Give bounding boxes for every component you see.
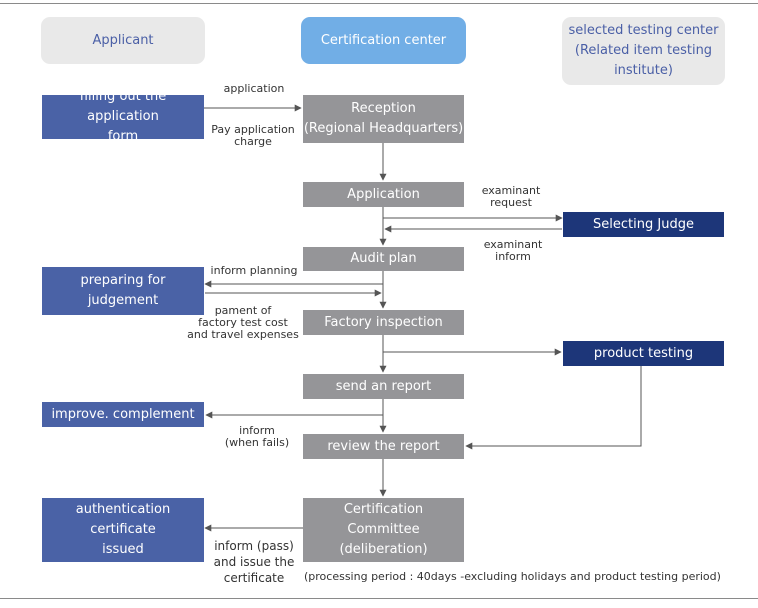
audit-plan-box: Audit plan — [303, 247, 464, 271]
certificate-label: authentication certificate issued — [75, 502, 171, 557]
examinant-inform-label: examinant inform — [483, 238, 543, 263]
send-report-box: send an report — [303, 374, 464, 399]
preparing-label: preparing for judgement — [80, 273, 166, 308]
examinant-request-label: examinant request — [481, 184, 541, 209]
application-flow-label: application — [223, 82, 285, 95]
improve-box: improve. complement — [42, 402, 204, 427]
audit-plan-label: Audit plan — [350, 251, 417, 266]
reception-label: Reception (Regional Headquarters) — [303, 101, 464, 136]
preparing-box: preparing for judgement — [42, 267, 204, 315]
reception-box: Reception (Regional Headquarters) — [303, 95, 464, 143]
top-rule — [0, 3, 758, 4]
send-report-label: send an report — [335, 378, 432, 394]
applicant-header-label: Applicant — [92, 32, 154, 48]
pay-charge-label: Pay application charge — [211, 123, 295, 148]
inform-pass-label: inform (pass) and issue the certificate — [213, 539, 295, 585]
payment-costs-label: pament of factory test cost and travel e… — [187, 304, 299, 341]
bottom-rule — [0, 598, 758, 599]
committee-box: Certification Committee (deliberation) — [303, 498, 464, 562]
review-report-label: review the report — [327, 438, 440, 454]
review-report-box: review the report — [303, 434, 464, 459]
selecting-judge-label: Selecting Judge — [593, 216, 694, 232]
product-testing-box: product testing — [563, 341, 724, 366]
fill-form-label: filling out the application form — [79, 89, 167, 144]
testing-center-header-label: selected testing center (Related item te… — [568, 23, 719, 78]
arrow-product-testing-to-review — [465, 366, 642, 450]
committee-label: Certification Committee (deliberation) — [339, 502, 428, 557]
processing-period-note: (processing period : 40days -excluding h… — [304, 570, 721, 583]
application-label: Application — [347, 186, 420, 202]
inform-fails-label: inform (when fails) — [224, 424, 290, 449]
improve-label: improve. complement — [51, 406, 195, 422]
fill-form-box: filling out the application form — [42, 89, 204, 144]
applicant-header: Applicant — [41, 17, 205, 64]
certification-center-header: Certification center — [301, 17, 466, 64]
testing-center-header: selected testing center (Related item te… — [562, 17, 725, 85]
application-box: Application — [303, 182, 464, 207]
certificate-box: authentication certificate issued — [42, 498, 204, 562]
selecting-judge-box: Selecting Judge — [563, 212, 724, 237]
certification-center-header-label: Certification center — [320, 32, 447, 48]
inform-planning-label: inform planning — [210, 264, 298, 277]
product-testing-label: product testing — [593, 345, 694, 361]
factory-inspection-label: Factory inspection — [324, 314, 443, 330]
factory-inspection-box: Factory inspection — [303, 310, 464, 335]
